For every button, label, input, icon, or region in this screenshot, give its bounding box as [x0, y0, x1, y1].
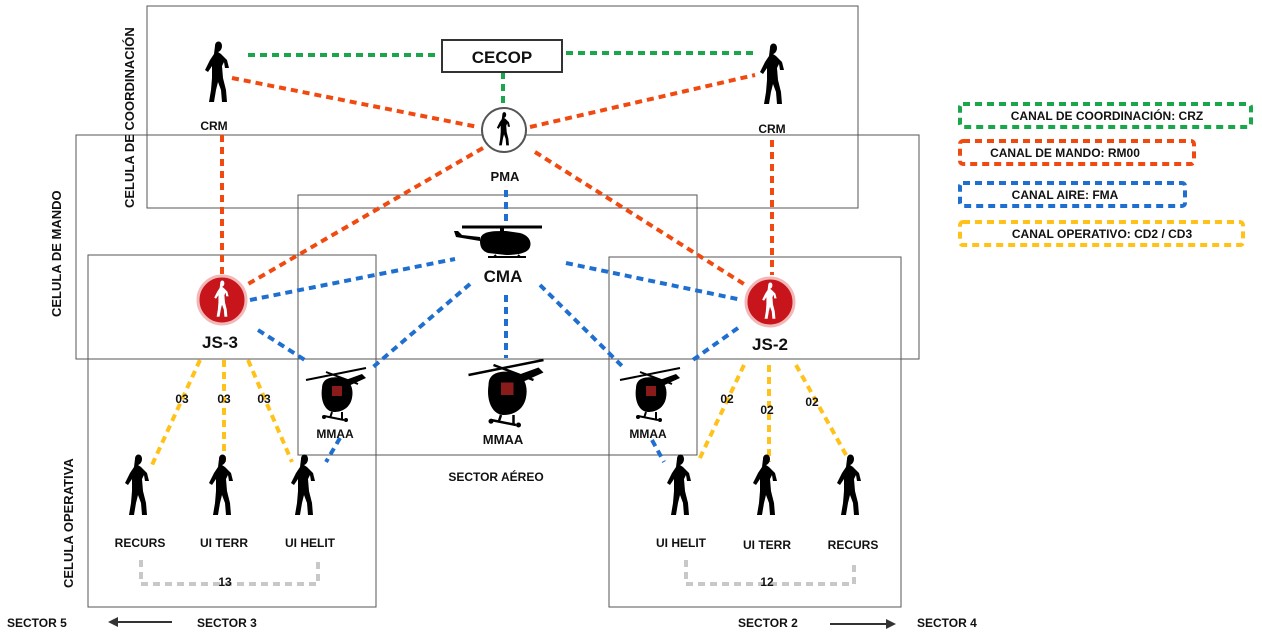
uihelit-left-person-icon[interactable] — [291, 454, 315, 516]
crm-right-label: CRM — [758, 122, 785, 136]
air-link-cma-mmaa-right — [538, 283, 626, 370]
cma-helicopter-icon[interactable] — [452, 225, 544, 259]
legend-label: CANAL DE COORDINACIÓN: CRZ — [1011, 108, 1203, 123]
mmaa-center-helicopter-icon[interactable] — [467, 358, 545, 429]
uiterr-right-person-icon[interactable] — [753, 454, 777, 516]
operative-cell-label: CELULA OPERATIVA — [61, 458, 76, 588]
op-channel-label: 03 — [217, 392, 231, 406]
crm-left-person-icon[interactable] — [205, 41, 229, 103]
unit-label: UI TERR — [200, 536, 248, 550]
cma-label: CMA — [484, 267, 523, 286]
legend-swatch-command — [958, 139, 1196, 166]
op-link-js2-recurs — [794, 364, 852, 463]
legend-label: CANAL AIRE: FMA — [1012, 188, 1119, 202]
local-link-left — [139, 560, 320, 586]
unit-label: RECURS — [115, 536, 166, 550]
arrow-left-head — [108, 617, 118, 627]
command-link-crm-right-pma — [529, 73, 756, 129]
pma-label: PMA — [491, 169, 521, 184]
sector-aereo-label: SECTOR AÉREO — [448, 469, 543, 484]
legend-label: CANAL DE MANDO: RM00 — [990, 146, 1140, 160]
air-link-js3-mmaa — [256, 328, 310, 364]
js3-label: JS-3 — [202, 333, 238, 352]
mmaa-center-label: MMAA — [483, 432, 524, 447]
air-link-mmaa-right-uihelit — [650, 439, 666, 463]
sector-4-label: SECTOR 4 — [917, 616, 977, 630]
mmaa-left-helicopter-icon[interactable] — [305, 367, 367, 423]
cecop-label: CECOP — [472, 48, 532, 67]
legend-swatch-operative — [958, 220, 1245, 247]
coordination-cell-label: CELULA DE COORDINACIÓN — [122, 27, 137, 208]
air-link-js2-cma — [565, 261, 743, 302]
op-link-js2-uihelit — [696, 364, 746, 463]
op-channel-label: 03 — [257, 392, 271, 406]
crm-left-label: CRM — [200, 119, 227, 133]
sector-3-label: SECTOR 3 — [197, 616, 257, 630]
recurs-right-person-icon[interactable] — [837, 454, 861, 516]
air-link-js3-cma — [249, 257, 456, 302]
sector-5-label: SECTOR 5 — [7, 616, 67, 630]
mmaa-right-helicopter-icon[interactable] — [619, 367, 681, 423]
command-cell-label: CELULA DE MANDO — [49, 190, 64, 317]
right-operative-box — [608, 256, 902, 608]
js2-label: JS-2 — [752, 335, 788, 354]
command-link-pma-js3 — [246, 146, 485, 286]
legend-swatch-air — [958, 181, 1187, 208]
left-operative-box — [87, 254, 377, 608]
unit-label: RECURS — [828, 538, 879, 552]
crm-right-person-icon[interactable] — [760, 43, 784, 105]
air-link-mmaa-left-uihelit — [324, 436, 342, 464]
local-channel-label: 13 — [218, 575, 232, 589]
js3-commander-icon[interactable] — [196, 274, 248, 326]
mmaa-right-label: MMAA — [629, 427, 667, 441]
legend: CANAL DE COORDINACIÓN: CRZ CANAL DE MAND… — [958, 102, 1253, 247]
air-link-cma-mmaa-left — [370, 282, 472, 370]
op-channel-label: 02 — [760, 403, 774, 417]
op-link-js3-recurs — [150, 359, 202, 466]
legend-label: CANAL OPERATIVO: CD2 / CD3 — [1012, 227, 1193, 241]
arrow-right-head — [886, 619, 896, 629]
op-channel-label: 02 — [720, 392, 734, 406]
local-channel-label: 12 — [760, 575, 774, 589]
air-link-js2-mmaa — [688, 326, 740, 364]
unit-label: UI TERR — [743, 538, 791, 552]
unit-label: UI HELIT — [656, 536, 707, 550]
recurs-left-person-icon[interactable] — [125, 454, 149, 516]
sector-2-label: SECTOR 2 — [738, 616, 798, 630]
air-sector-box — [297, 194, 698, 456]
cecop-box[interactable] — [441, 39, 563, 73]
uihelit-right-person-icon[interactable] — [667, 454, 691, 516]
coordination-cell-box — [146, 5, 859, 209]
command-link-pma-js2 — [533, 150, 749, 288]
op-channel-label: 03 — [175, 392, 189, 406]
command-link-crm-left-pma — [231, 76, 479, 129]
mmaa-left-label: MMAA — [316, 427, 354, 441]
op-channel-label: 02 — [805, 395, 819, 409]
js2-commander-icon[interactable] — [744, 276, 796, 328]
uiterr-left-person-icon[interactable] — [209, 454, 233, 516]
pma-person-icon[interactable] — [481, 107, 527, 153]
op-link-js3-uihelit — [246, 359, 294, 463]
unit-label: UI HELIT — [285, 536, 336, 550]
local-link-right — [684, 560, 856, 586]
